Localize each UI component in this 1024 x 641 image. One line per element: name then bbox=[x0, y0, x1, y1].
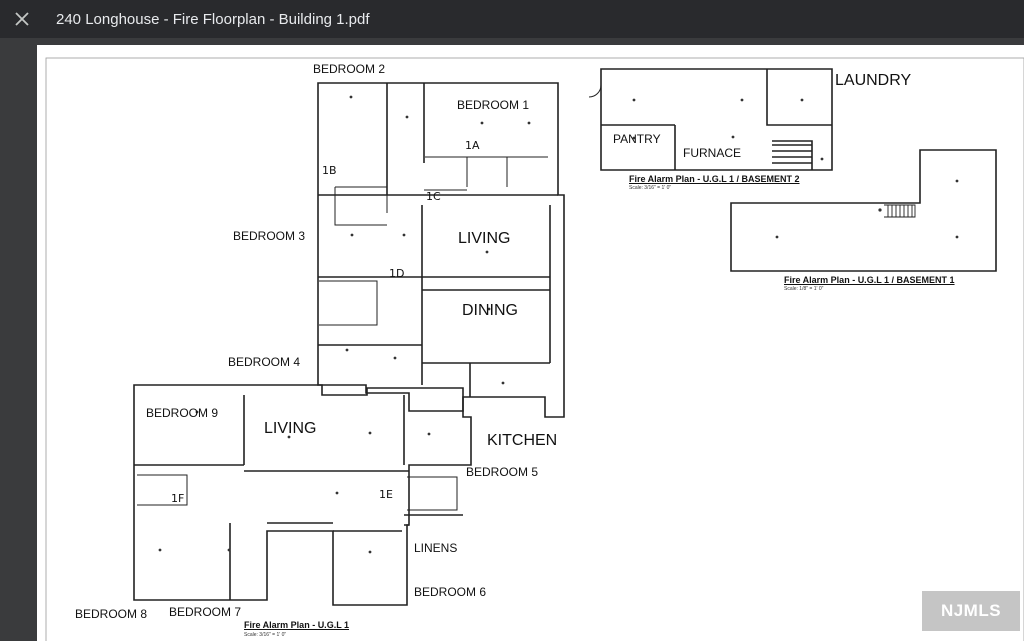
caption-main-plan: Fire Alarm Plan - U.G.L 1 bbox=[244, 620, 350, 630]
document-title: 240 Longhouse - Fire Floorplan - Buildin… bbox=[56, 10, 370, 28]
floorplan-drawing bbox=[45, 57, 1024, 641]
njmls-watermark: NJMLS bbox=[922, 591, 1020, 631]
room-label-furnace: FURNACE bbox=[683, 146, 742, 160]
alarm-marker-1f: 1F bbox=[171, 492, 185, 505]
room-label-bedroom-4: BEDROOM 4 bbox=[228, 355, 301, 369]
room-label-bedroom-6: BEDROOM 6 bbox=[414, 585, 487, 599]
scale-basement-1: Scale: 1/8" = 1' 0" bbox=[784, 286, 824, 292]
caption-basement-2: Fire Alarm Plan - U.G.L 1 / BASEMENT 2 bbox=[629, 174, 800, 184]
alarm-marker-1a: 1A bbox=[465, 139, 480, 152]
scale-main-plan: Scale: 3/16" = 1' 0" bbox=[244, 632, 287, 638]
room-label-bedroom-2: BEDROOM 2 bbox=[313, 62, 386, 76]
room-label-living-lower: LIVING bbox=[264, 420, 317, 437]
scale-basement-2: Scale: 3/16" = 1' 0" bbox=[629, 185, 672, 191]
alarm-marker-1c: 1C bbox=[426, 190, 441, 203]
alarm-marker-1e: 1E bbox=[379, 488, 393, 501]
room-label-linens: LINENS bbox=[414, 541, 458, 555]
room-label-kitchen: KITCHEN bbox=[487, 432, 558, 449]
room-label-bedroom-9: BEDROOM 9 bbox=[146, 406, 219, 420]
room-label-dining: DINING bbox=[462, 302, 518, 319]
watermark-text: NJMLS bbox=[940, 601, 1002, 620]
room-label-bedroom-8: BEDROOM 8 bbox=[75, 607, 148, 621]
pdf-page: BEDROOM 2 BEDROOM 1 BEDROOM 3 BEDROOM 4 … bbox=[37, 45, 1024, 641]
room-label-laundry: LAUNDRY bbox=[835, 72, 912, 89]
room-label-bedroom-1: BEDROOM 1 bbox=[457, 98, 530, 112]
room-label-pantry: PANTRY bbox=[613, 132, 661, 146]
room-label-bedroom-3: BEDROOM 3 bbox=[233, 229, 306, 243]
alarm-marker-1b: 1B bbox=[322, 164, 337, 177]
close-icon[interactable] bbox=[11, 8, 33, 30]
viewer-toolbar: 240 Longhouse - Fire Floorplan - Buildin… bbox=[0, 0, 1024, 38]
alarm-marker-1d: 1D bbox=[389, 267, 405, 280]
room-label-living-upper: LIVING bbox=[458, 230, 511, 247]
caption-basement-1: Fire Alarm Plan - U.G.L 1 / BASEMENT 1 bbox=[784, 275, 955, 285]
room-label-bedroom-7: BEDROOM 7 bbox=[169, 605, 242, 619]
room-label-bedroom-5: BEDROOM 5 bbox=[466, 465, 539, 479]
